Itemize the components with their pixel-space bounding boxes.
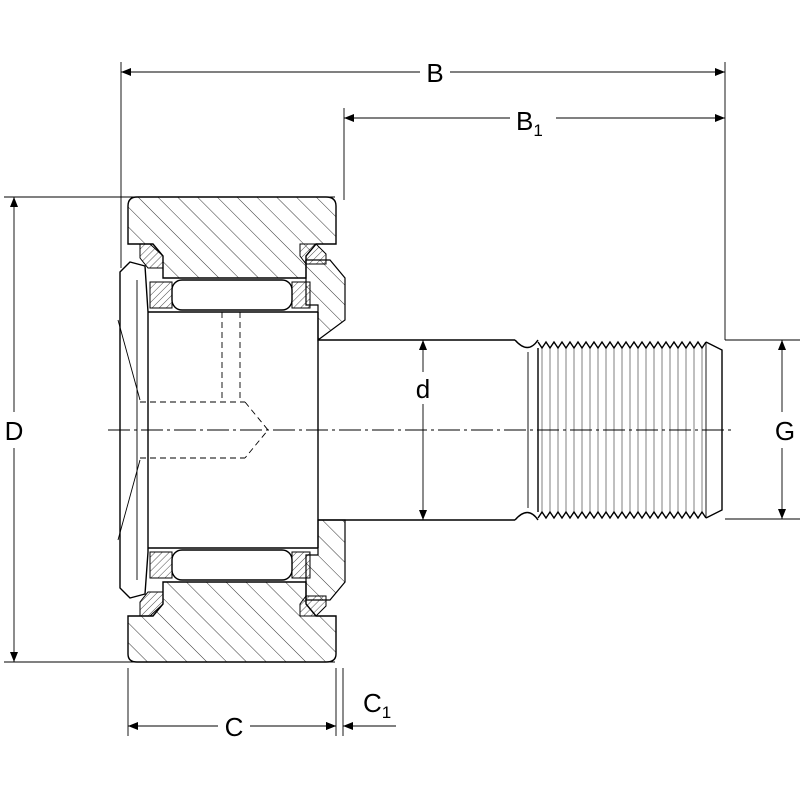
dimension-d: d	[416, 340, 430, 520]
dimension-C1: C1	[310, 688, 396, 730]
outer-ring-section	[127, 196, 346, 663]
stud-head	[117, 261, 319, 599]
threaded-section	[537, 340, 723, 520]
label-B1-base: B	[516, 106, 533, 136]
dimension-B: B	[121, 58, 725, 88]
label-D: D	[5, 416, 24, 446]
label-C1: C1	[363, 688, 391, 722]
stud-shank	[318, 339, 539, 521]
label-B: B	[426, 58, 443, 88]
label-C1-sub: 1	[382, 703, 391, 722]
label-B1: B1	[516, 106, 543, 140]
lubrication-bore	[140, 312, 269, 459]
dimension-D: D	[5, 197, 24, 662]
dimension-B1: B1	[344, 106, 725, 140]
label-C1-base: C	[363, 688, 382, 718]
label-G: G	[775, 416, 795, 446]
label-B1-sub: 1	[533, 121, 542, 140]
extension-lines	[4, 62, 800, 736]
label-d: d	[416, 374, 430, 404]
dimension-C: C	[128, 712, 336, 742]
label-C: C	[225, 712, 244, 742]
dimension-G: G	[775, 340, 795, 519]
needle-rollers	[149, 279, 311, 581]
